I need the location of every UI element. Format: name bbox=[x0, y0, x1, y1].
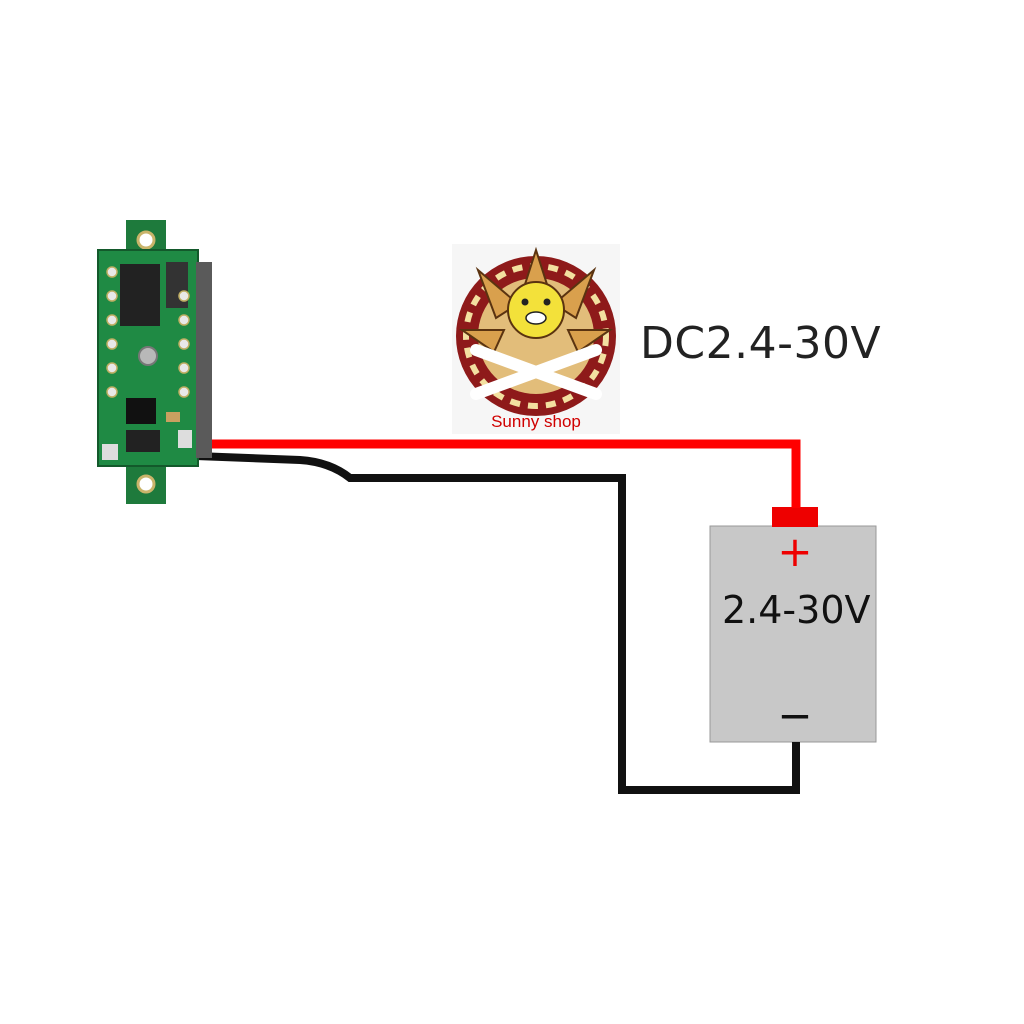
battery-body bbox=[709, 525, 877, 743]
battery-positive-terminal bbox=[772, 507, 818, 527]
potentiometer bbox=[138, 346, 158, 366]
negative-symbol: − bbox=[777, 691, 813, 740]
pcb-side-edge bbox=[196, 262, 212, 458]
positive-wire bbox=[196, 439, 801, 508]
negative-wire bbox=[195, 452, 800, 794]
voltmeter-module bbox=[97, 220, 212, 504]
voltage-range-label: DC2.4-30V bbox=[640, 318, 882, 369]
shop-name-label: Sunny shop bbox=[491, 412, 581, 431]
positive-symbol: + bbox=[777, 527, 813, 576]
sunny-shop-logo bbox=[452, 244, 620, 434]
ic-chip bbox=[120, 264, 160, 326]
battery-voltage-label: 2.4-30V bbox=[722, 588, 871, 632]
